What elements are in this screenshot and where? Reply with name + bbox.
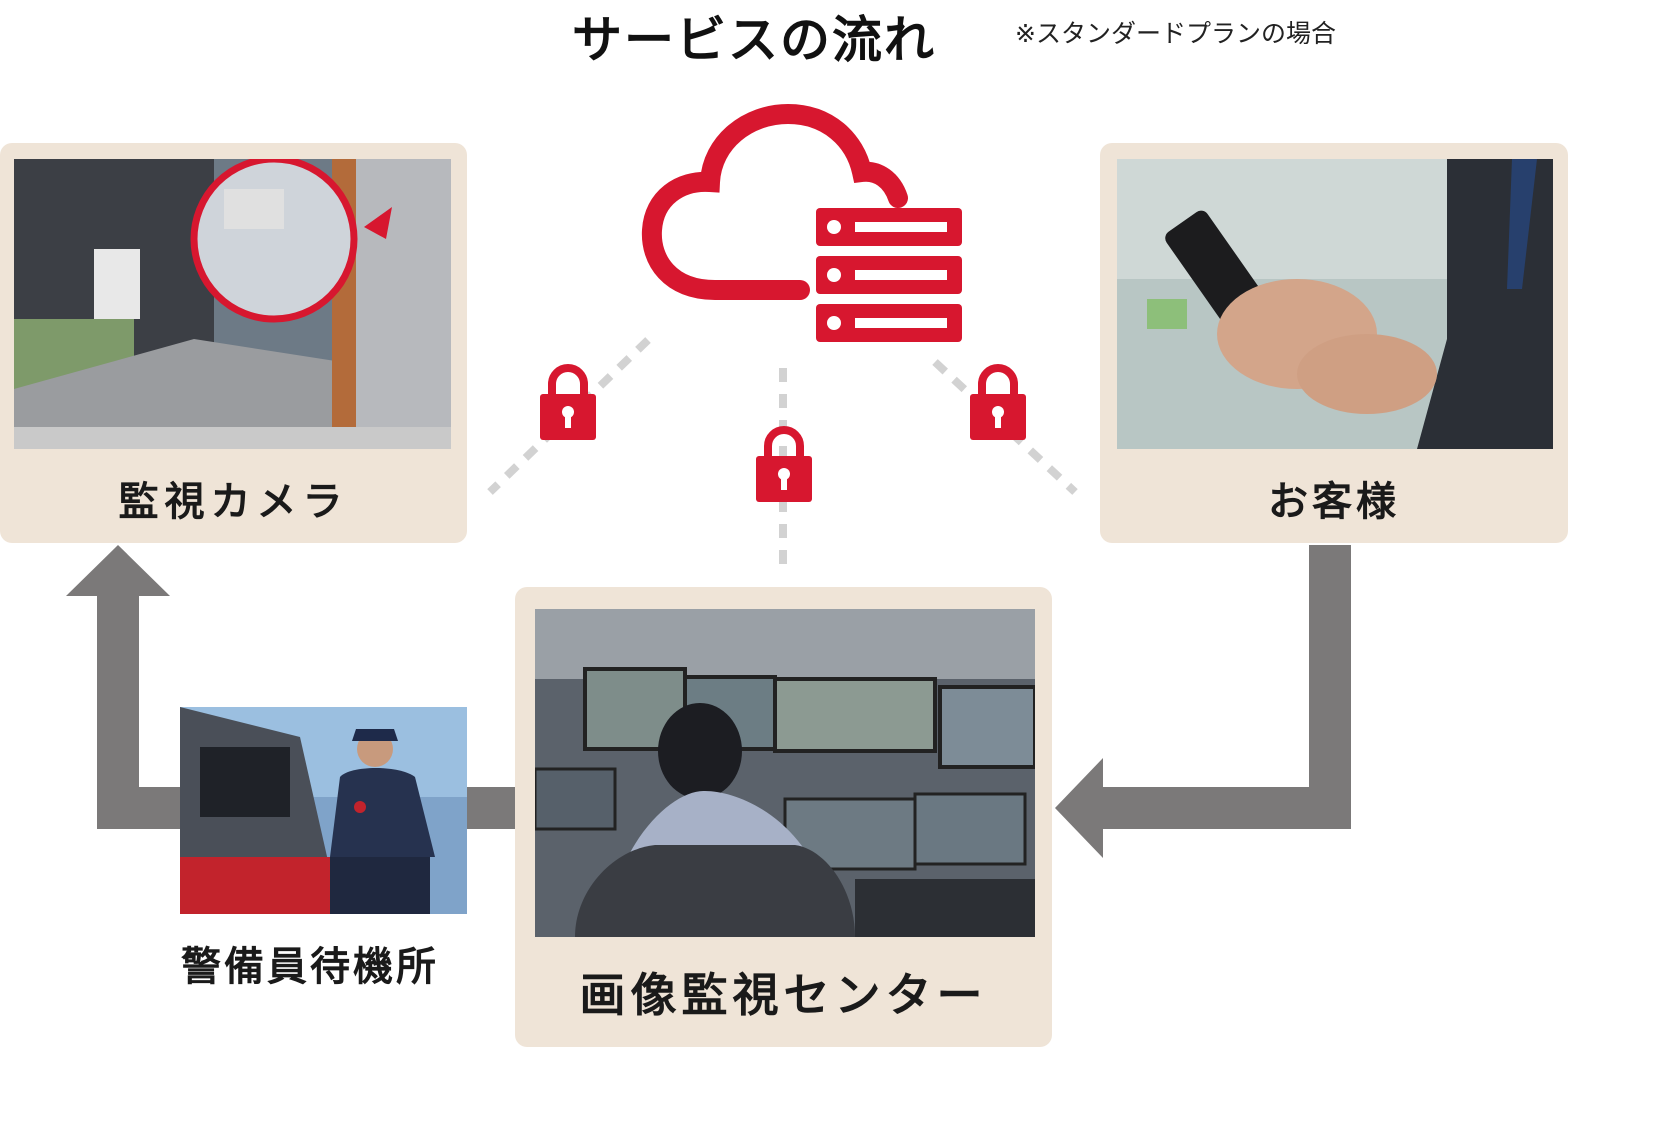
guard-label: 警備員待機所	[181, 944, 439, 990]
center-photo	[535, 609, 1035, 937]
cloud-server-icon	[641, 103, 962, 342]
dash-line-customer	[932, 359, 1078, 495]
page-title: サービスの流れ	[572, 11, 936, 69]
camera-photo	[14, 159, 451, 449]
guard-photo	[180, 707, 467, 914]
lock-icon	[756, 426, 812, 502]
arrow-head-camera	[66, 545, 170, 596]
customer-photo	[1117, 159, 1553, 449]
lock-icon	[540, 364, 596, 440]
lock-icon	[970, 364, 1026, 440]
customer-card: お客様	[1100, 143, 1568, 543]
plan-note: ※スタンダードプランの場合	[1015, 19, 1336, 48]
arrow-customer-to-center	[1100, 545, 1351, 829]
center-card: 画像監視センター	[515, 587, 1052, 1047]
customer-label: お客様	[1268, 479, 1400, 525]
center-label: 画像監視センター	[579, 968, 988, 1022]
arrow-head-center	[1055, 758, 1103, 858]
camera-card: 監視カメラ	[0, 143, 467, 543]
camera-label: 監視カメラ	[118, 479, 349, 525]
